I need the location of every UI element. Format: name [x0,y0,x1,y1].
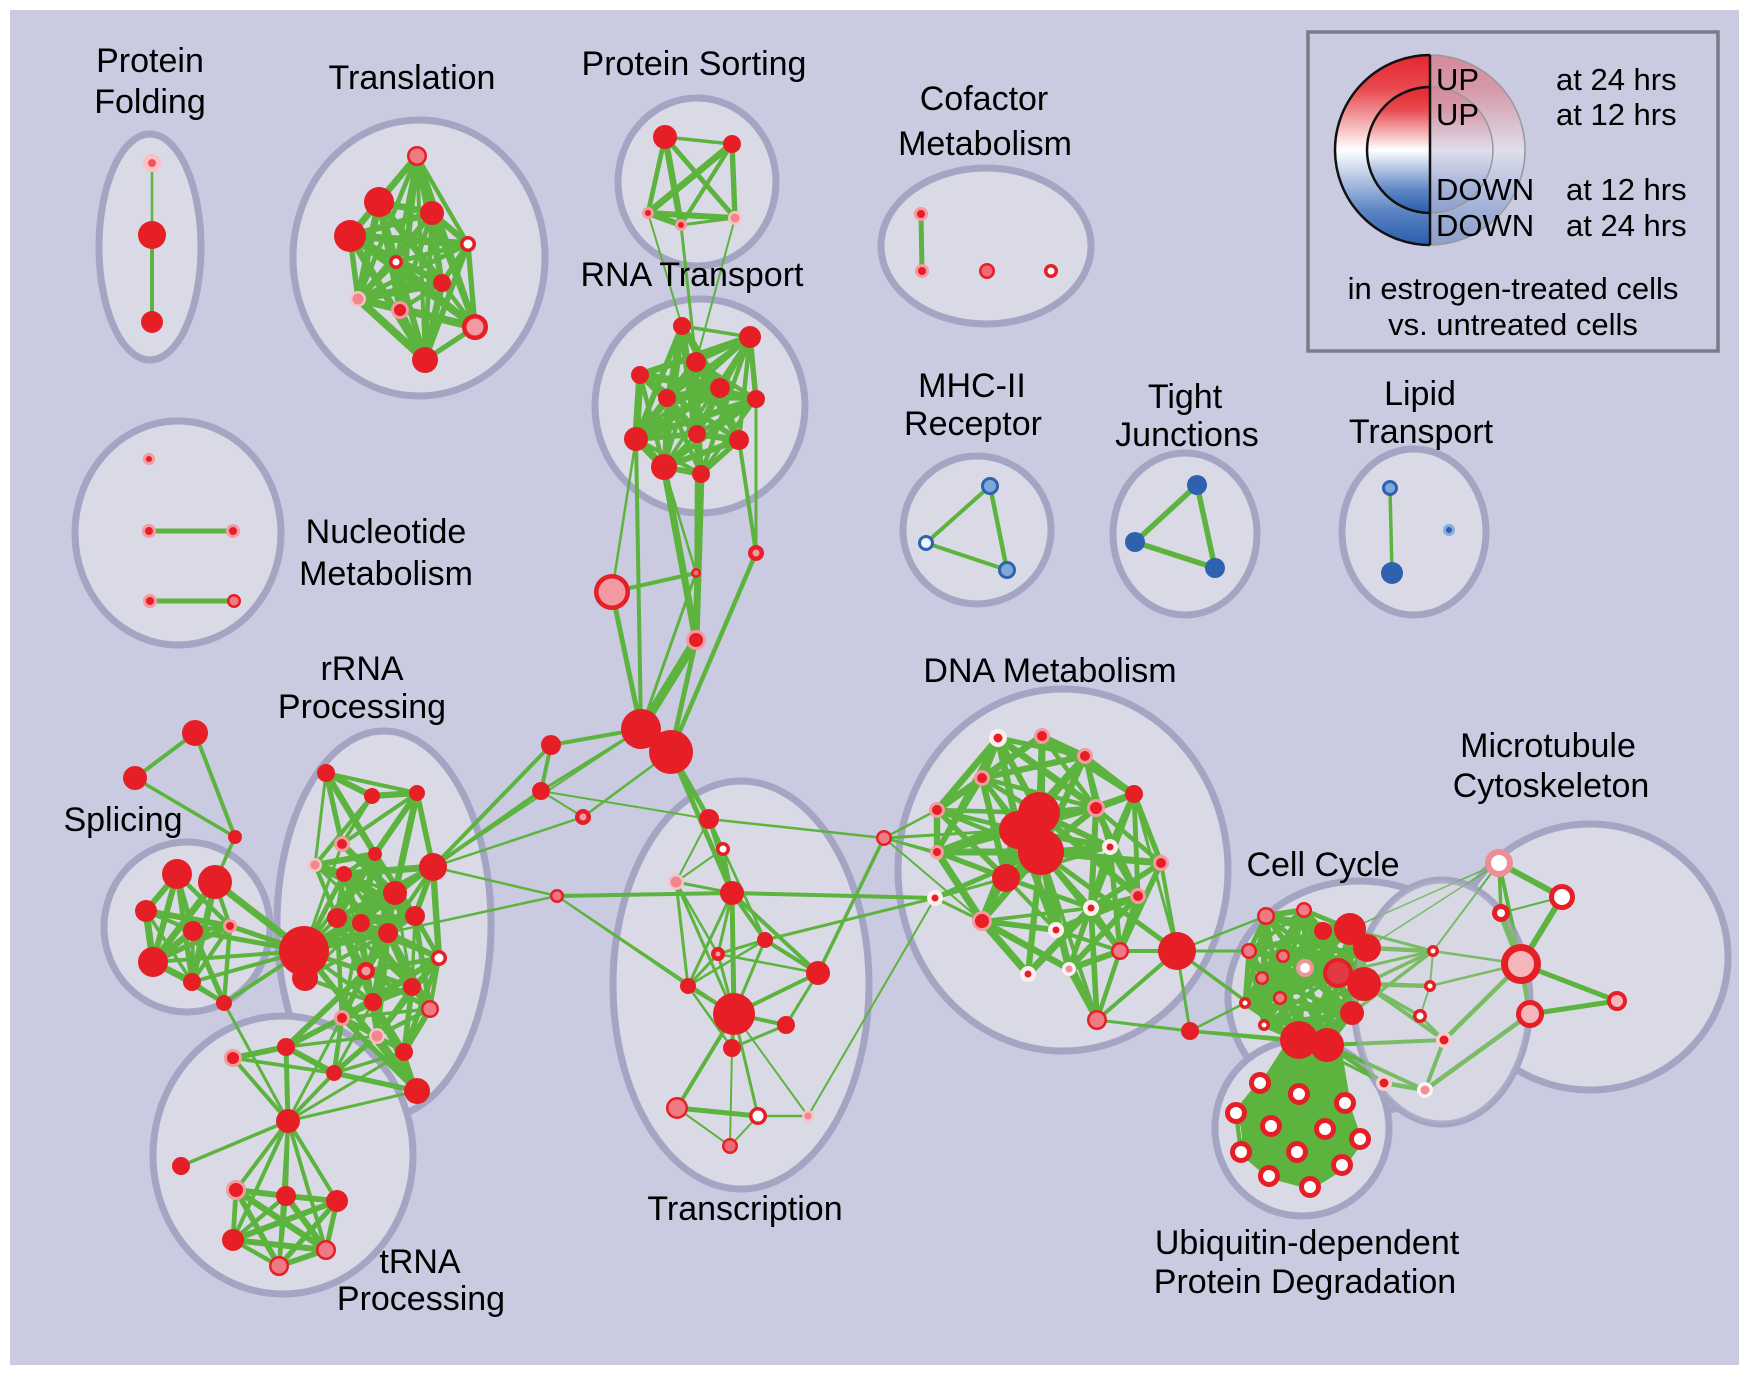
svg-text:Microtubule: Microtubule [1460,727,1636,765]
svg-text:Processing: Processing [278,688,446,726]
svg-text:Ubiquitin-dependent: Ubiquitin-dependent [1155,1224,1460,1262]
svg-text:MHC-II: MHC-II [918,367,1026,405]
svg-text:Folding: Folding [94,83,206,121]
svg-text:Receptor: Receptor [904,405,1042,443]
svg-text:Translation: Translation [329,59,496,97]
svg-text:vs. untreated cells: vs. untreated cells [1388,307,1638,342]
svg-text:at 12 hrs: at 12 hrs [1566,172,1687,207]
svg-text:Metabolism: Metabolism [299,555,473,593]
svg-text:at 24 hrs: at 24 hrs [1566,208,1687,243]
svg-text:Protein Sorting: Protein Sorting [582,45,807,83]
svg-text:Protein Degradation: Protein Degradation [1154,1263,1456,1301]
svg-text:Protein: Protein [96,42,204,80]
svg-text:Cofactor: Cofactor [920,80,1049,118]
svg-text:tRNA: tRNA [379,1243,461,1281]
svg-text:RNA Transport: RNA Transport [581,256,805,294]
svg-text:Lipid: Lipid [1384,375,1456,413]
svg-text:in estrogen-treated cells: in estrogen-treated cells [1348,271,1679,306]
svg-text:at 24 hrs: at 24 hrs [1556,62,1677,97]
svg-text:DNA Metabolism: DNA Metabolism [923,652,1176,690]
svg-text:Nucleotide: Nucleotide [306,513,467,551]
svg-text:UP: UP [1436,97,1479,132]
svg-text:Transcription: Transcription [647,1190,842,1228]
svg-text:Cytoskeleton: Cytoskeleton [1453,767,1650,805]
svg-text:Transport: Transport [1349,413,1494,451]
svg-text:Junctions: Junctions [1115,416,1259,454]
svg-text:at 12 hrs: at 12 hrs [1556,97,1677,132]
svg-text:Processing: Processing [337,1280,505,1318]
svg-text:Splicing: Splicing [63,801,182,839]
svg-text:rRNA: rRNA [320,650,403,688]
svg-text:Metabolism: Metabolism [898,125,1072,163]
svg-text:DOWN: DOWN [1436,172,1534,207]
svg-text:DOWN: DOWN [1436,208,1534,243]
svg-text:UP: UP [1436,62,1479,97]
svg-text:Cell Cycle: Cell Cycle [1246,846,1399,884]
svg-text:Tight: Tight [1148,378,1223,416]
